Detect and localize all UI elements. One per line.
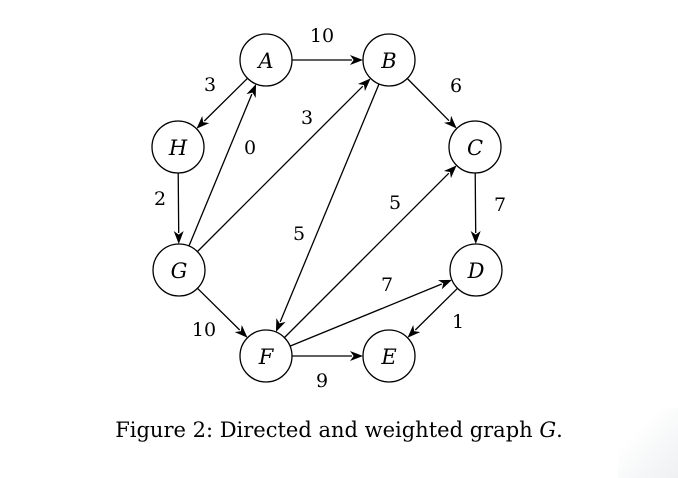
edge-weight-h-g: 2: [154, 188, 166, 210]
edge-weight-b-f: 5: [293, 223, 305, 245]
edge-weight-f-c: 5: [389, 192, 401, 214]
caption-suffix: .: [556, 418, 563, 442]
node-circle: [152, 243, 206, 297]
node-label: B: [380, 49, 396, 73]
edge-line: [196, 85, 364, 253]
edge-line: [197, 287, 241, 331]
edge-a-to-b: [292, 55, 363, 65]
edge-weight-a-b: 10: [310, 25, 334, 47]
arrowhead-icon: [350, 351, 363, 361]
edge-f-to-c: [283, 165, 457, 339]
edge-line: [279, 83, 380, 323]
edge-c-to-d: [470, 172, 481, 244]
edge-d-to-e: [407, 287, 458, 338]
node-circle: [239, 329, 293, 383]
node-f: F: [239, 329, 293, 383]
node-a: A: [239, 33, 293, 87]
edge-a-to-h: [196, 77, 248, 129]
arrowhead-icon: [350, 55, 363, 65]
arrowhead-icon: [444, 115, 457, 129]
node-h: H: [151, 120, 205, 174]
edge-g-to-a: [188, 84, 257, 247]
edge-line: [203, 77, 248, 122]
edge-g-to-b: [196, 78, 371, 253]
edge-weight-g-f: 10: [192, 319, 216, 341]
arrowhead-icon: [246, 84, 257, 98]
node-circle: [362, 329, 416, 383]
node-d: D: [449, 243, 503, 297]
edge-weight-a-h: 3: [204, 74, 216, 96]
figure-caption: Figure 2: Directed and weighted graph G.: [0, 418, 678, 442]
arrowhead-icon: [438, 279, 452, 290]
directed-weighted-graph: A B C D E F G H 10 3 0 2 3 6 5 5 7 7 1 10 9: [151, 25, 506, 392]
node-circle: [362, 33, 416, 87]
node-e: E: [362, 329, 416, 383]
edges-layer: [173, 55, 481, 361]
node-label: E: [380, 345, 396, 369]
arrowhead-icon: [234, 325, 248, 338]
caption-prefix: Figure 2: Directed and weighted graph: [115, 418, 540, 442]
node-g: G: [152, 243, 206, 297]
edge-line: [406, 78, 450, 122]
arrowhead-icon: [196, 116, 210, 129]
edge-h-to-g: [173, 172, 184, 244]
node-label: D: [467, 259, 485, 283]
edge-line: [289, 283, 443, 347]
edge-weight-f-d: 7: [381, 274, 393, 296]
arrowhead-icon: [275, 318, 286, 332]
arrowhead-icon: [173, 230, 184, 244]
node-label: A: [256, 49, 273, 73]
node-label: H: [168, 136, 188, 160]
arrowhead-icon: [407, 325, 421, 338]
node-circle: [239, 33, 293, 87]
edge-weight-g-b: 3: [301, 107, 313, 129]
edge-line: [188, 93, 253, 247]
edge-line: [414, 287, 458, 331]
node-circle: [151, 120, 205, 174]
node-c: C: [448, 120, 502, 174]
node-circle: [448, 120, 502, 174]
edge-weight-c-d: 7: [494, 194, 506, 216]
edge-line: [283, 172, 450, 339]
weights-layer: 10 3 0 2 3 6 5 5 7 7 1 10 9: [154, 25, 506, 392]
edge-weight-f-e: 9: [316, 370, 328, 392]
edge-g-to-f: [197, 287, 248, 338]
arrowhead-icon: [443, 165, 457, 179]
corner-shading: [618, 408, 678, 478]
node-label: C: [467, 136, 483, 160]
nodes-layer: A B C D E F G H: [151, 33, 503, 383]
edge-f-to-d: [289, 279, 452, 347]
edge-weight-b-c: 6: [450, 75, 462, 97]
node-label: G: [171, 259, 188, 283]
edge-b-to-c: [406, 78, 457, 129]
edge-weight-d-e: 1: [452, 311, 464, 333]
caption-variable: G: [539, 418, 557, 442]
node-label: F: [258, 345, 275, 369]
arrowhead-icon: [470, 230, 481, 244]
edge-weight-g-a: 0: [244, 137, 256, 159]
arrowhead-icon: [357, 78, 371, 92]
node-circle: [449, 243, 503, 297]
edge-b-to-f: [275, 83, 380, 332]
node-b: B: [362, 33, 416, 87]
edge-f-to-e: [292, 351, 363, 361]
